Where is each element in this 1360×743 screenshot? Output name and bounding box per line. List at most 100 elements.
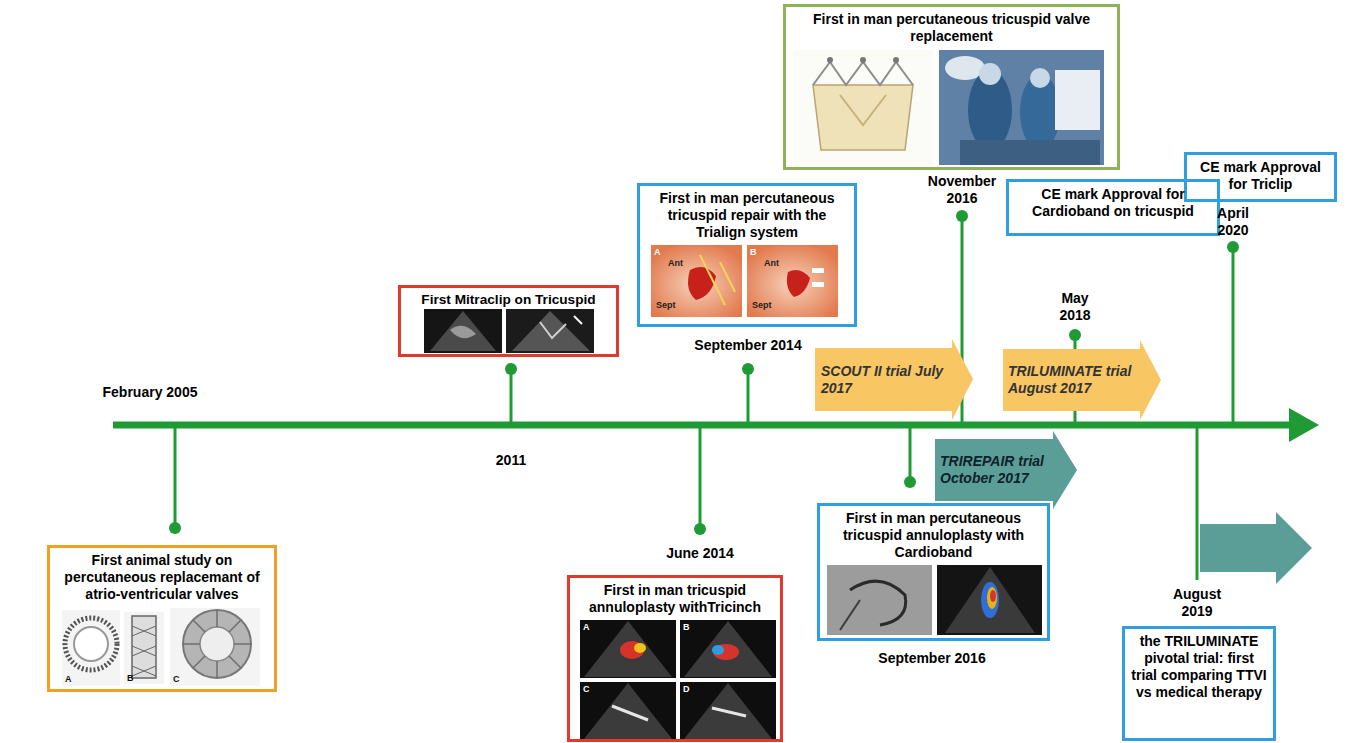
table	[960, 140, 1100, 165]
echo-image	[937, 565, 1042, 635]
surgeon-head	[1030, 68, 1050, 88]
arrow-body	[815, 339, 973, 420]
valve-replacement-images	[793, 50, 1104, 165]
color-jet	[981, 582, 999, 618]
echo-fan	[584, 683, 672, 739]
panel-letter: B	[683, 622, 690, 632]
tricinch-images	[580, 620, 776, 740]
date-label: November 2016	[922, 173, 1002, 207]
milestone-box: First in man tricuspid annuloplasty with…	[567, 575, 783, 742]
photo	[62, 610, 120, 686]
stem-dot	[694, 523, 706, 535]
stem	[510, 369, 513, 425]
stem-dot	[169, 522, 181, 534]
panel-letter: D	[683, 684, 690, 694]
device-photo	[793, 50, 933, 165]
photo	[124, 612, 164, 684]
echo-panel	[680, 682, 776, 740]
stem	[1232, 247, 1235, 425]
echo-fan	[512, 311, 590, 351]
stem-dot	[956, 210, 968, 222]
trial-arrow: SCOUT II trial July 2017	[815, 339, 973, 420]
catheter	[840, 600, 860, 630]
panel-letter: C	[583, 684, 590, 694]
trialign-images	[651, 245, 838, 317]
echo-fan	[430, 311, 496, 351]
stem	[747, 369, 750, 425]
valve-orifice	[787, 270, 810, 297]
panel-letter: C	[173, 674, 180, 684]
mitraclip-images	[424, 309, 594, 353]
stem	[699, 425, 702, 529]
anchor-lines	[700, 255, 735, 305]
milestone-title: First in man percutaneous tricuspid annu…	[820, 506, 1047, 565]
echo-tissue	[540, 322, 566, 338]
valve-skirt	[813, 85, 913, 150]
trial-arrow: TRILUMINATE trial August 2017	[1003, 340, 1161, 420]
pledget	[812, 282, 824, 287]
device-shadow	[712, 708, 746, 716]
anchor	[860, 57, 866, 63]
milestone-box: First in man percutaneous tricuspid valv…	[783, 4, 1120, 170]
cardioband-images	[827, 565, 1042, 635]
milestone-title: the TRILUMINATE pivotal trial: first tri…	[1125, 629, 1273, 705]
stem	[174, 425, 177, 528]
date-label: May 2018	[1049, 290, 1101, 324]
echo-fan	[584, 621, 672, 677]
color-jet	[987, 587, 997, 609]
trial-label: SCOUT II trial July 2017	[821, 348, 955, 411]
valve-disc	[183, 610, 251, 678]
milestone-box: CE mark Approval for Cardioband on tricu…	[1006, 179, 1220, 236]
milestone-box: First Mitraclip on Tricuspid	[398, 285, 619, 357]
panel-letter: Sept	[656, 300, 676, 310]
panel-letter: A	[65, 674, 72, 684]
color-jet	[990, 590, 996, 602]
leaflets	[840, 95, 886, 125]
date-label: September 2016	[867, 650, 997, 667]
trial-label: TRIREPAIR trial October 2017	[940, 439, 1064, 501]
animal-study-images	[62, 608, 260, 686]
echo-fan	[684, 683, 772, 739]
echo-image	[424, 309, 502, 353]
panel-letter: B	[127, 673, 134, 683]
milestone-title: First in man percutaneous tricuspid repa…	[640, 186, 854, 245]
stem-dot	[1069, 329, 1081, 341]
milestone-box: CE mark Approval for Triclip	[1184, 152, 1337, 202]
echo-panel	[580, 682, 676, 740]
echo-panel	[580, 620, 676, 678]
date-label: February 2005	[90, 384, 210, 401]
stem-dots	[169, 210, 1239, 535]
panel-letter: A	[583, 622, 590, 632]
anchor	[827, 57, 833, 63]
date-label: April 2020	[1205, 205, 1261, 239]
panel-letter: Ant	[764, 258, 779, 268]
photo	[170, 608, 260, 686]
panel-letter: Ant	[668, 258, 683, 268]
valve-struts	[183, 610, 251, 678]
future-arrow	[1200, 512, 1312, 584]
ring-inner	[74, 627, 108, 661]
timeline-axis	[113, 422, 1292, 429]
trial-arrow: TRIREPAIR trial October 2017	[935, 431, 1077, 509]
milestone-box: First animal study on percutaneous repla…	[47, 545, 277, 692]
echo-image	[506, 309, 594, 353]
stent	[132, 616, 156, 678]
panel-letter: B	[750, 247, 757, 257]
milestone-title: First in man tricuspid annuloplasty with…	[570, 578, 780, 620]
heart-drawing	[747, 245, 838, 317]
milestone-title: First in man percutaneous tricuspid valv…	[786, 7, 1117, 49]
panel-letter: Sept	[752, 300, 772, 310]
echo-fan	[945, 567, 1035, 633]
axis-arrowhead	[1289, 408, 1319, 442]
arrow-body	[935, 431, 1077, 509]
milestone-box: First in man percutaneous tricuspid annu…	[817, 503, 1050, 641]
stems	[175, 216, 1233, 580]
color-jet	[634, 643, 646, 653]
pointer-arrow	[574, 316, 582, 324]
ring-mesh	[65, 618, 117, 670]
date-label: June 2014	[650, 545, 750, 562]
milestone-box: the TRILUMINATE pivotal trial: first tri…	[1122, 626, 1276, 741]
color-jet	[712, 645, 724, 655]
pledget	[812, 268, 824, 273]
